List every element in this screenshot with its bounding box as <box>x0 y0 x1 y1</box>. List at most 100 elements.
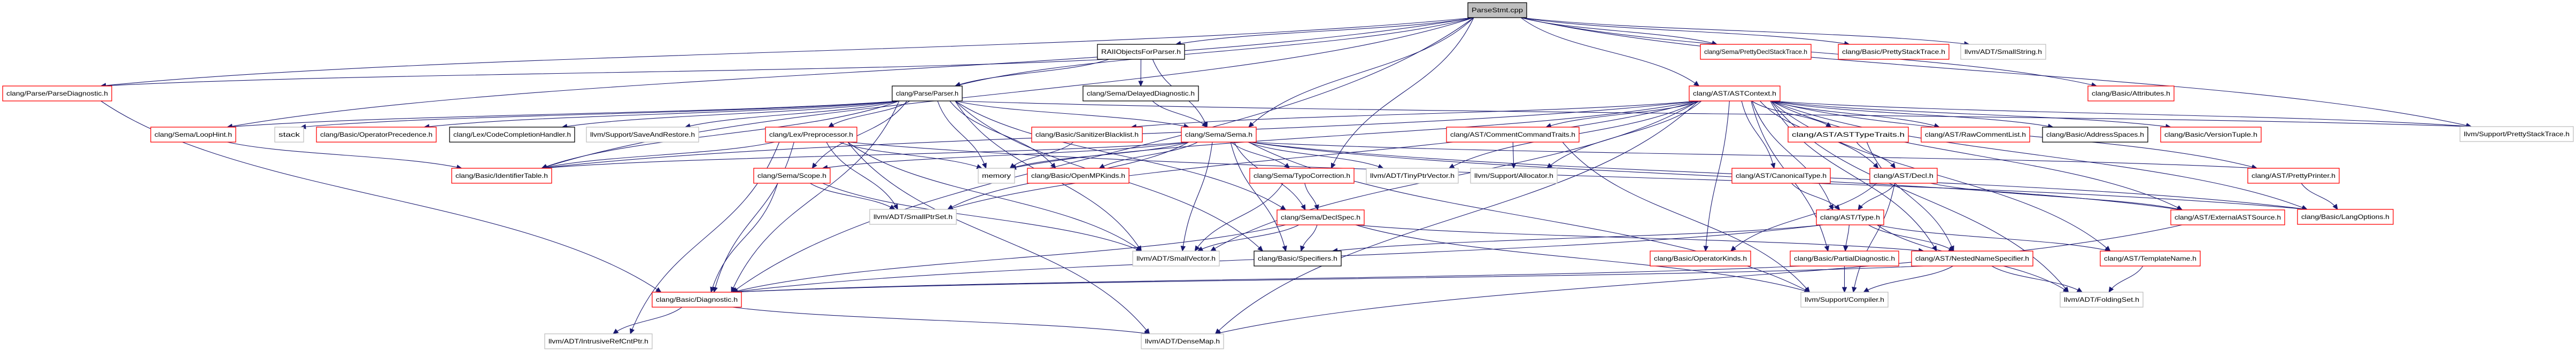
node-saverestore[interactable]: llvm/Support/SaveAndRestore.h <box>586 127 699 143</box>
node-cct[interactable]: clang/AST/CommentCommandTraits.h <box>1446 127 1580 143</box>
node-box[interactable] <box>2459 126 2574 142</box>
node-box[interactable] <box>2170 209 2285 225</box>
node-box[interactable] <box>316 127 437 143</box>
node-box[interactable] <box>1446 127 1580 143</box>
node-densemap[interactable]: llvm/ADT/DenseMap.h <box>1141 333 1224 349</box>
node-box[interactable] <box>1254 251 1342 267</box>
node-preprocessor[interactable]: clang/Lex/Preprocessor.h <box>765 127 857 143</box>
node-box[interactable] <box>2160 127 2262 143</box>
node-box[interactable] <box>2060 292 2144 308</box>
node-box[interactable] <box>1788 127 1909 143</box>
node-box[interactable] <box>586 127 699 143</box>
node-root[interactable]: ParseStmt.cpp <box>1467 2 1527 18</box>
node-box[interactable] <box>2247 168 2340 184</box>
node-box[interactable] <box>1790 251 1899 267</box>
node-allocator[interactable]: llvm/Support/Allocator.h <box>1470 168 1558 184</box>
node-sema[interactable]: clang/Sema/Sema.h <box>1181 127 1257 143</box>
node-box[interactable] <box>1869 168 1938 184</box>
node-smallstring[interactable]: llvm/ADT/SmallString.h <box>1960 44 2046 60</box>
node-raii[interactable]: RAIIObjectsForParser.h <box>1097 44 1185 60</box>
node-astcontext[interactable]: clang/AST/ASTContext.h <box>1689 85 1781 101</box>
node-box[interactable] <box>1031 127 1143 143</box>
node-templatename[interactable]: clang/AST/TemplateName.h <box>2100 251 2201 267</box>
node-box[interactable] <box>1132 251 1220 267</box>
node-box[interactable] <box>1650 251 1751 267</box>
node-box[interactable] <box>1097 44 1185 60</box>
node-partialdiag[interactable]: clang/Basic/PartialDiagnostic.h <box>1790 251 1899 267</box>
node-specifiers[interactable]: clang/Basic/Specifiers.h <box>1254 251 1342 267</box>
node-intrusive[interactable]: llvm/ADT/IntrusiveRefCntPtr.h <box>544 333 653 349</box>
node-box[interactable] <box>978 168 1015 184</box>
node-box[interactable] <box>451 168 552 184</box>
node-type[interactable]: clang/AST/Type.h <box>1816 209 1884 225</box>
node-memory[interactable]: memory <box>978 168 1015 184</box>
node-box[interactable] <box>765 127 857 143</box>
node-box[interactable] <box>1921 127 2030 143</box>
node-compiler[interactable]: llvm/Support/Compiler.h <box>1800 292 1889 308</box>
node-prettydecl[interactable]: clang/Sema/PrettyDeclStackTrace.h <box>1700 44 1812 60</box>
node-canonical[interactable]: clang/AST/CanonicalType.h <box>1731 168 1831 184</box>
node-box[interactable] <box>869 209 957 225</box>
node-loophint[interactable]: clang/Sema/LoopHint.h <box>150 127 236 143</box>
node-box[interactable] <box>1911 251 2033 267</box>
node-box[interactable] <box>892 85 963 101</box>
node-addrspaces[interactable]: clang/Basic/AddressSpaces.h <box>2042 127 2148 143</box>
node-box[interactable] <box>1467 2 1527 18</box>
node-smallvector[interactable]: llvm/ADT/SmallVector.h <box>1132 251 1220 267</box>
node-box[interactable] <box>1800 292 1889 308</box>
node-langopts[interactable]: clang/Basic/LangOptions.h <box>2297 209 2394 225</box>
node-box[interactable] <box>753 168 831 184</box>
node-extast[interactable]: clang/AST/ExternalASTSource.h <box>2170 209 2285 225</box>
node-box[interactable] <box>2042 127 2148 143</box>
node-box[interactable] <box>449 127 575 143</box>
node-rawcomment[interactable]: clang/AST/RawCommentList.h <box>1921 127 2030 143</box>
node-box[interactable] <box>1816 209 1884 225</box>
node-box[interactable] <box>2087 85 2175 101</box>
node-opprec[interactable]: clang/Basic/OperatorPrecedence.h <box>316 127 437 143</box>
node-box[interactable] <box>1181 127 1257 143</box>
node-box[interactable] <box>1838 44 1950 60</box>
node-box[interactable] <box>544 333 653 349</box>
node-decl[interactable]: clang/AST/Decl.h <box>1869 168 1938 184</box>
node-box[interactable] <box>1731 168 1831 184</box>
node-box[interactable] <box>1689 85 1781 101</box>
node-stack[interactable]: stack <box>274 127 304 143</box>
node-box[interactable] <box>1249 168 1355 184</box>
node-asttypetraits[interactable]: clang/AST/ASTTypeTraits.h <box>1788 127 1909 143</box>
node-box[interactable] <box>1082 85 1199 101</box>
node-llvmpst[interactable]: llvm/Support/PrettyStackTrace.h <box>2459 126 2574 142</box>
node-box[interactable] <box>2297 209 2394 225</box>
node-nns[interactable]: clang/AST/NestedNameSpecifier.h <box>1911 251 2033 267</box>
node-box[interactable] <box>1700 44 1812 60</box>
node-box[interactable] <box>652 292 742 308</box>
node-box[interactable] <box>2 85 112 101</box>
node-box[interactable] <box>1141 333 1224 349</box>
node-diagnostic[interactable]: clang/Basic/Diagnostic.h <box>652 292 742 308</box>
node-typocorr[interactable]: clang/Sema/TypoCorrection.h <box>1249 168 1355 184</box>
node-versiontuple[interactable]: clang/Basic/VersionTuple.h <box>2160 127 2262 143</box>
node-foldingset[interactable]: llvm/ADT/FoldingSet.h <box>2060 292 2144 308</box>
node-delayeddiag[interactable]: clang/Sema/DelayedDiagnostic.h <box>1082 85 1199 101</box>
node-box[interactable] <box>1027 168 1130 184</box>
node-box[interactable] <box>150 127 236 143</box>
node-box[interactable] <box>274 127 304 143</box>
node-prettyprinter[interactable]: clang/AST/PrettyPrinter.h <box>2247 168 2340 184</box>
node-opkinds[interactable]: clang/Basic/OperatorKinds.h <box>1650 251 1751 267</box>
node-box[interactable] <box>1366 168 1459 184</box>
node-tinyptr[interactable]: llvm/ADT/TinyPtrVector.h <box>1366 168 1459 184</box>
node-smallptrset[interactable]: llvm/ADT/SmallPtrSet.h <box>869 209 957 225</box>
node-attributes[interactable]: clang/Basic/Attributes.h <box>2087 85 2175 101</box>
node-parser[interactable]: clang/Parse/Parser.h <box>892 85 963 101</box>
node-box[interactable] <box>2100 251 2201 267</box>
node-parsediag[interactable]: clang/Parse/ParseDiagnostic.h <box>2 85 112 101</box>
node-box[interactable] <box>1960 44 2046 60</box>
node-openmp[interactable]: clang/Basic/OpenMPKinds.h <box>1027 168 1130 184</box>
node-cch[interactable]: clang/Lex/CodeCompletionHandler.h <box>449 127 575 143</box>
node-declspec[interactable]: clang/Sema/DeclSpec.h <box>1277 209 1365 225</box>
node-scope[interactable]: clang/Sema/Scope.h <box>753 168 831 184</box>
node-box[interactable] <box>1470 168 1558 184</box>
node-box[interactable] <box>1277 209 1365 225</box>
node-basicpst[interactable]: clang/Basic/PrettyStackTrace.h <box>1838 44 1950 60</box>
node-identtable[interactable]: clang/Basic/IdentifierTable.h <box>451 168 552 184</box>
node-sanitizer[interactable]: clang/Basic/SanitizerBlacklist.h <box>1031 127 1143 143</box>
